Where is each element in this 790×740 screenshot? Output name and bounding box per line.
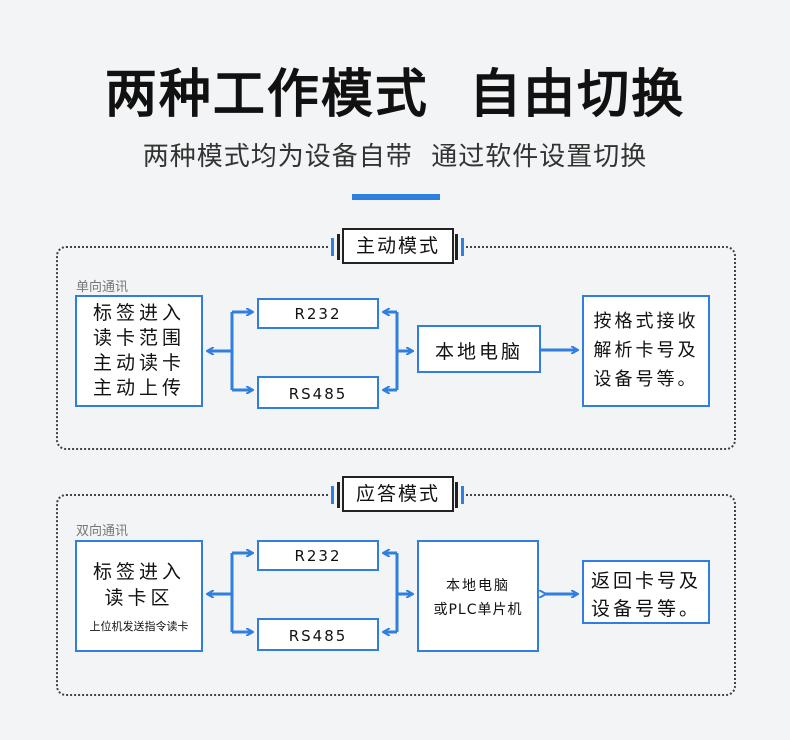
active-mode-label: 单向通讯 bbox=[76, 280, 129, 295]
active-source-line-4: 主动上传 bbox=[92, 377, 185, 399]
active-source-line-1: 标签进入 bbox=[92, 302, 185, 324]
response-source-line-2: 读卡区 bbox=[104, 587, 174, 609]
page-title: 两种工作模式 自由切换 bbox=[104, 65, 686, 125]
active-mode-tag-label: 主动模式 bbox=[342, 228, 454, 264]
active-rs485-box: RS485 bbox=[257, 376, 379, 409]
page-subtitle: 两种模式均为设备自带 通过软件设置切换 bbox=[142, 142, 648, 172]
active-host-box: 本地电脑 bbox=[417, 325, 541, 373]
active-result-line-1: 按格式接收 bbox=[593, 311, 699, 332]
tag-decoration-right bbox=[455, 482, 464, 508]
response-mode-tag-label: 应答模式 bbox=[342, 476, 454, 512]
response-rs485-box: RS485 bbox=[257, 618, 379, 651]
response-rs485-label: RS485 bbox=[288, 627, 348, 645]
active-source-line-2: 读卡范围 bbox=[92, 327, 185, 349]
tag-decoration-right bbox=[455, 234, 464, 260]
response-source-line-1: 标签进入 bbox=[92, 561, 185, 583]
active-r232-box: R232 bbox=[257, 298, 379, 329]
active-source-line-3: 主动读卡 bbox=[92, 352, 185, 374]
response-r232-label: R232 bbox=[294, 547, 342, 565]
title-accent-bar bbox=[352, 194, 440, 200]
active-rs485-label: RS485 bbox=[288, 385, 348, 403]
active-result-box: 按格式接收 解析卡号及 设备号等。 bbox=[582, 295, 710, 407]
active-result-line-3: 设备号等。 bbox=[593, 369, 699, 390]
response-host-box: 本地电脑 或PLC单片机 bbox=[417, 540, 539, 652]
response-source-box: 标签进入 读卡区 上位机发送指令读卡 bbox=[75, 540, 203, 652]
active-mode-tag: 主动模式 bbox=[330, 228, 465, 264]
tag-decoration-left bbox=[331, 234, 340, 260]
tag-decoration-left bbox=[331, 482, 340, 508]
active-host-label: 本地电脑 bbox=[434, 341, 523, 363]
active-source-box: 标签进入 读卡范围 主动读卡 主动上传 bbox=[75, 295, 203, 407]
active-result-line-2: 解析卡号及 bbox=[593, 340, 699, 361]
response-result-box: 返回卡号及 设备号等。 bbox=[582, 560, 710, 624]
response-mode-tag: 应答模式 bbox=[330, 476, 465, 512]
response-r232-box: R232 bbox=[257, 540, 379, 571]
response-host-line-1: 本地电脑 bbox=[446, 578, 510, 594]
response-result-line-2: 设备号等。 bbox=[590, 598, 701, 620]
response-result-line-1: 返回卡号及 bbox=[590, 570, 701, 592]
response-mode-label: 双向通讯 bbox=[76, 524, 129, 539]
active-r232-label: R232 bbox=[294, 305, 342, 323]
response-source-note: 上位机发送指令读卡 bbox=[89, 620, 189, 633]
response-host-line-2: 或PLC单片机 bbox=[433, 602, 523, 618]
